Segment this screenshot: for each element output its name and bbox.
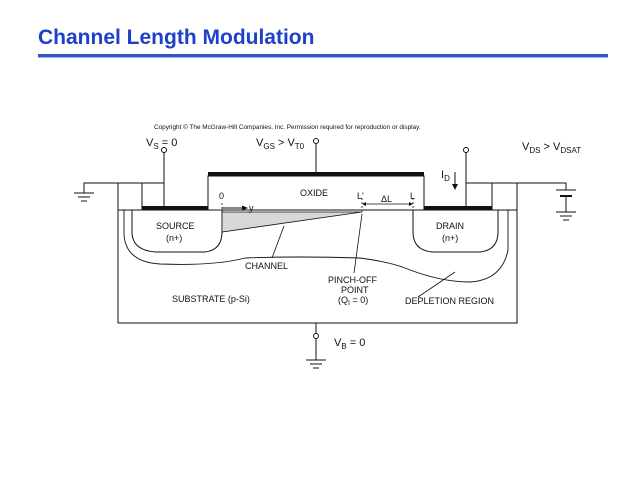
bulk-terminal bbox=[313, 333, 319, 339]
vds-label: VDS > VDSAT bbox=[522, 141, 581, 155]
drain-type-label: (n+) bbox=[442, 233, 458, 243]
substrate-label: SUBSTRATE (p-Si) bbox=[172, 294, 250, 304]
y-axis-arrowhead bbox=[242, 205, 248, 211]
copyright-text: Copyright © The McGraw-Hill Companies, I… bbox=[154, 123, 421, 131]
pinch-leader bbox=[353, 213, 363, 274]
drain-battery-icon bbox=[556, 189, 576, 212]
delta-l-arrowhead-right bbox=[409, 202, 413, 206]
source-label: SOURCE bbox=[156, 221, 195, 231]
oxide-label: OXIDE bbox=[300, 188, 328, 198]
pinch-off-label-2: POINT bbox=[341, 285, 369, 295]
drain-contact bbox=[424, 206, 492, 210]
depletion-boundary bbox=[123, 210, 509, 283]
bulk-ground-icon bbox=[306, 359, 326, 369]
left-field-block bbox=[117, 182, 143, 211]
source-type-label: (n+) bbox=[166, 233, 182, 243]
l-label: L bbox=[410, 191, 415, 201]
id-arrowhead bbox=[452, 184, 458, 190]
title-underline-shadow bbox=[38, 57, 608, 58]
source-contact bbox=[142, 206, 208, 210]
gate-contact bbox=[208, 172, 424, 176]
id-label: ID bbox=[441, 169, 450, 183]
drain-wire bbox=[465, 152, 567, 190]
drain-label: DRAIN bbox=[436, 221, 464, 231]
slide-title: Channel Length Modulation bbox=[38, 26, 315, 49]
channel-leader bbox=[271, 225, 285, 259]
delta-l-arrowhead-left bbox=[362, 202, 366, 206]
vs-label: VS = 0 bbox=[146, 137, 177, 151]
channel-wedge bbox=[221, 211, 363, 233]
origin-zero-label: 0 bbox=[219, 191, 224, 201]
source-region bbox=[131, 210, 223, 253]
right-field-block bbox=[491, 182, 518, 211]
source-wire bbox=[83, 152, 165, 193]
drain-ground-icon bbox=[556, 211, 576, 221]
l-prime-label: L' bbox=[357, 191, 364, 201]
vb-label: VB = 0 bbox=[334, 337, 365, 351]
depletion-region-label: DEPLETION REGION bbox=[405, 296, 494, 306]
vgs-label: VGS > VT0 bbox=[256, 137, 305, 151]
channel-label: CHANNEL bbox=[245, 261, 288, 271]
y-label: y bbox=[249, 203, 254, 213]
drain-region bbox=[412, 210, 499, 253]
source-ground-icon bbox=[74, 192, 94, 202]
drain-terminal bbox=[463, 147, 469, 153]
source-terminal bbox=[161, 147, 167, 153]
pinch-off-label-1: PINCH-OFF bbox=[328, 275, 377, 285]
title-underline bbox=[38, 54, 608, 57]
pinch-off-label-3: (QI = 0) bbox=[338, 295, 368, 307]
depletion-leader bbox=[417, 271, 456, 298]
delta-l-label: ΔL bbox=[381, 194, 392, 204]
gate-terminal bbox=[313, 138, 319, 144]
